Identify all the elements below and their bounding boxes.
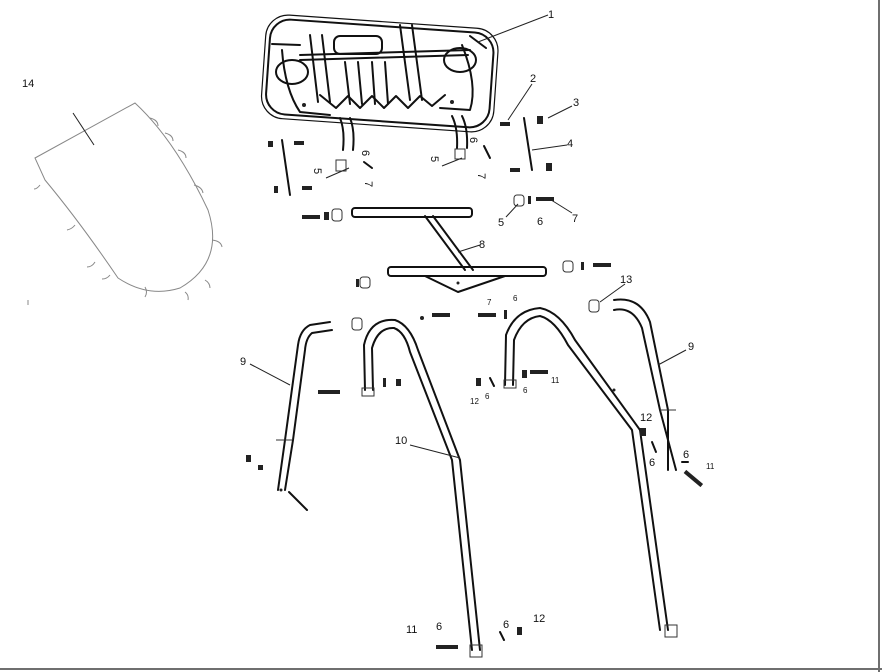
callout-6h: 6 bbox=[683, 449, 689, 461]
callout-12c: 12 bbox=[533, 613, 545, 625]
callout-6c: 6 bbox=[537, 216, 543, 228]
part-9-right bbox=[588, 298, 704, 488]
callout-5b: 5 bbox=[428, 156, 440, 162]
callout-6j: 6 bbox=[503, 619, 509, 631]
callout-7a: 7 bbox=[362, 181, 374, 187]
part-1-rack bbox=[260, 14, 499, 151]
part-14-cover bbox=[27, 102, 223, 305]
callout-12a: 12 bbox=[470, 397, 479, 406]
callout-5a: 5 bbox=[311, 168, 323, 174]
callout-13: 13 bbox=[620, 274, 632, 286]
callout-8: 8 bbox=[479, 239, 485, 251]
callout-12b: 12 bbox=[640, 412, 652, 424]
callout-7d: 7 bbox=[487, 298, 492, 307]
callout-11a: 11 bbox=[551, 376, 560, 385]
callout-6d: 6 bbox=[513, 294, 518, 303]
leader-lines bbox=[72, 14, 687, 459]
callout-9-right: 9 bbox=[688, 341, 694, 353]
callout-9-left: 9 bbox=[240, 356, 246, 368]
part-10-left bbox=[318, 313, 522, 658]
callout-14: 14 bbox=[22, 78, 34, 90]
callout-3: 3 bbox=[573, 97, 579, 109]
frame-border-right bbox=[878, 0, 880, 672]
callout-6g: 6 bbox=[649, 457, 655, 469]
part-9-left bbox=[246, 321, 333, 511]
callout-11b: 11 bbox=[706, 462, 715, 471]
callout-6i: 6 bbox=[436, 621, 442, 633]
callout-6a: 6 bbox=[359, 150, 371, 156]
callout-6b: 6 bbox=[467, 137, 479, 143]
callout-4: 4 bbox=[567, 138, 573, 150]
part-10-right bbox=[476, 307, 678, 638]
callout-5c: 5 bbox=[498, 217, 504, 229]
callout-2: 2 bbox=[530, 73, 536, 85]
callout-11c: 11 bbox=[406, 624, 417, 636]
frame-border-bottom bbox=[0, 668, 882, 670]
upper-hardware bbox=[268, 116, 554, 222]
callout-6e: 6 bbox=[485, 392, 490, 401]
part-8-t-bar bbox=[351, 207, 611, 293]
callout-7c: 7 bbox=[572, 213, 578, 225]
callout-10: 10 bbox=[395, 435, 407, 447]
callout-7b: 7 bbox=[475, 173, 487, 179]
callout-labels: 1 2 3 4 5 5 5 6 6 6 6 6 6 6 6 6 6 7 7 7 … bbox=[22, 9, 715, 636]
callout-1: 1 bbox=[548, 9, 554, 21]
callout-6f: 6 bbox=[523, 386, 528, 395]
